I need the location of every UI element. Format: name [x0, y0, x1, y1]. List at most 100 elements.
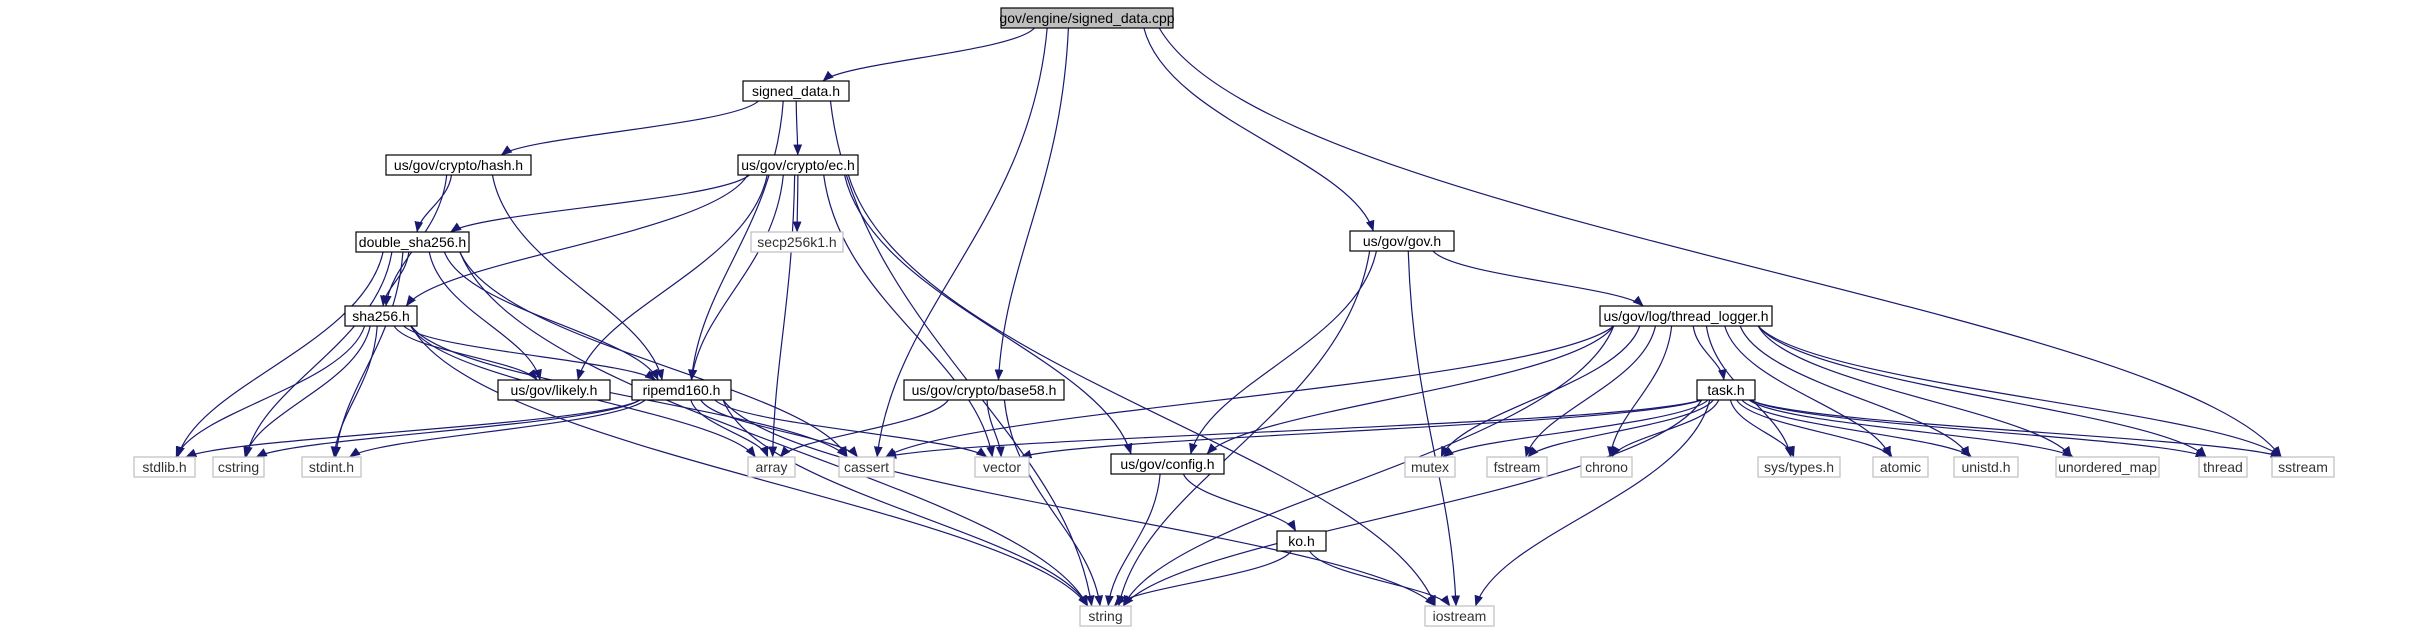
node-gov-h[interactable]: us/gov/gov.h: [1349, 230, 1455, 252]
node-box: [2055, 456, 2160, 478]
node-label: us/gov/config.h: [1120, 456, 1214, 472]
node-ripemd160-h[interactable]: ripemd160.h: [631, 379, 732, 401]
node-box: [2198, 456, 2248, 478]
node-label: sstream: [2278, 459, 2328, 475]
edge-double_sha256_h-to-ripemd160_h: [443, 251, 659, 381]
node-config-h[interactable]: us/gov/config.h: [1110, 453, 1225, 475]
edge-hash_h-to-double_sha256_h: [414, 174, 453, 233]
node-box: [133, 456, 196, 478]
node-ec-h[interactable]: us/gov/crypto/ec.h: [737, 154, 859, 176]
node-label: signed_data.h: [752, 83, 840, 99]
edge-task_h-to-vector: [1020, 399, 1702, 459]
edge-root-to-base58_h: [994, 27, 1069, 381]
edge-task_h-to-sys_types_h: [1729, 399, 1795, 458]
node-label: vector: [983, 459, 1021, 475]
edge-signed_data_h-to-ripemd160_h: [688, 100, 784, 381]
node-ko-h[interactable]: ko.h: [1276, 530, 1327, 552]
node-unordered-map: unordered_map: [2055, 456, 2160, 478]
node-sha256-h[interactable]: sha256.h: [344, 305, 418, 327]
node-box: [497, 379, 611, 401]
edge-ec_h-to-vector: [823, 174, 995, 458]
node-unistd-h: unistd.h: [1953, 456, 2019, 478]
node-box: [2271, 456, 2335, 478]
node-base58-h[interactable]: us/gov/crypto/base58.h: [903, 379, 1065, 401]
node-label: sha256.h: [352, 308, 410, 324]
node-box: [1953, 456, 2019, 478]
node-box: [903, 379, 1065, 401]
edge-double_sha256_h-to-cstring: [244, 251, 393, 458]
node-signed-data-h[interactable]: signed_data.h: [742, 80, 850, 102]
edge-gov_h-to-config_h: [1189, 250, 1377, 455]
node-thread: thread: [2198, 456, 2248, 478]
edge-root-to-signed_data_h: [822, 27, 1035, 82]
node-box: [737, 154, 859, 176]
node-label: chrono: [1585, 459, 1628, 475]
edge-signed_data_h-to-hash_h: [500, 100, 759, 156]
edge-base58_h-to-string: [1003, 399, 1104, 607]
edge-ec_h-to-likely_h: [576, 174, 768, 381]
edge-ec_h-to-secp256k1_h: [792, 174, 802, 233]
edge-task_h-to-string: [1122, 399, 1703, 607]
node-sstream: sstream: [2271, 456, 2335, 478]
edge-ko_h-to-string: [1113, 550, 1292, 607]
node-cassert: cassert: [838, 456, 895, 478]
node-double-sha256-h[interactable]: double_sha256.h: [355, 231, 470, 253]
edge-sha256_h-to-cstring: [243, 325, 371, 458]
edge-signed_data_h-to-string: [829, 100, 1095, 607]
node-label: us/gov/likely.h: [511, 382, 598, 398]
node-label: double_sha256.h: [359, 234, 466, 250]
node-atomic: atomic: [1872, 456, 1929, 478]
edge-double_sha256_h-to-string: [459, 251, 1089, 607]
edge-ripemd160_h-to-stdint_h: [349, 399, 646, 458]
edge-ec_h-to-sha256_h: [405, 174, 749, 307]
edge-task_h-to-iostream: [1474, 399, 1711, 607]
node-label: us/gov/crypto/hash.h: [394, 157, 523, 173]
node-box: [1872, 456, 1929, 478]
node-thread-logger-h[interactable]: us/gov/log/thread_logger.h: [1599, 305, 1773, 327]
node-stdlib-h: stdlib.h: [133, 456, 196, 478]
edge-base58_h-to-array: [779, 399, 949, 458]
edge-task_h-to-atomic: [1736, 399, 1893, 458]
edge-root-to-cassert: [873, 27, 1048, 458]
node-label: iostream: [1433, 608, 1487, 624]
node-box: [1349, 230, 1455, 252]
node-label: fstream: [1494, 459, 1541, 475]
edge-task_h-to-cassert: [885, 399, 1702, 459]
node-label: stdint.h: [309, 459, 354, 475]
edge-ripemd160_h-to-array: [690, 399, 769, 458]
node-root: gov/engine/signed_data.cpp: [999, 7, 1175, 29]
edge-gov_h-to-string: [1116, 250, 1371, 607]
edge-ec_h-to-double_sha256_h: [450, 174, 750, 233]
node-box: [1110, 453, 1225, 475]
edge-ripemd160_h-to-cassert: [700, 399, 859, 458]
node-box: [750, 231, 844, 253]
edge-task_h-to-thread: [1750, 399, 2207, 458]
node-label: us/gov/crypto/ec.h: [741, 157, 855, 173]
edge-sha256_h-to-stdlib_h: [175, 325, 366, 458]
node-box: [385, 154, 532, 176]
edge-sha256_h-to-ripemd160_h: [403, 325, 656, 381]
edge-ripemd160_h-to-stdlib_h: [185, 399, 641, 458]
edge-hash_h-to-ripemd160_h: [491, 174, 665, 381]
edge-ripemd160_h-to-string: [722, 399, 1089, 607]
node-likely-h[interactable]: us/gov/likely.h: [497, 379, 611, 401]
node-stdint-h: stdint.h: [301, 456, 362, 478]
node-box: [974, 456, 1030, 478]
node-task-h[interactable]: task.h: [1696, 379, 1756, 401]
node-label: sys/types.h: [1764, 459, 1834, 475]
node-hash-h[interactable]: us/gov/crypto/hash.h: [385, 154, 532, 176]
edge-signed_data_h-to-ec_h: [793, 100, 803, 156]
edge-double_sha256_h-to-cassert: [459, 251, 848, 458]
edge-thread_logger_h-to-config_h: [1206, 325, 1615, 455]
node-label: ripemd160.h: [643, 382, 721, 398]
node-box: [1000, 7, 1174, 29]
node-array: array: [747, 456, 796, 478]
edge-ripemd160_h-to-vector: [714, 399, 988, 458]
edge-ko_h-to-iostream: [1309, 550, 1451, 607]
edge-ripemd160_h-to-iostream: [722, 399, 1436, 607]
edge-ec_h-to-ripemd160_h: [688, 174, 784, 381]
node-box: [355, 231, 470, 253]
node-label: unistd.h: [1961, 459, 2010, 475]
node-box: [1404, 456, 1456, 478]
node-chrono: chrono: [1580, 456, 1633, 478]
